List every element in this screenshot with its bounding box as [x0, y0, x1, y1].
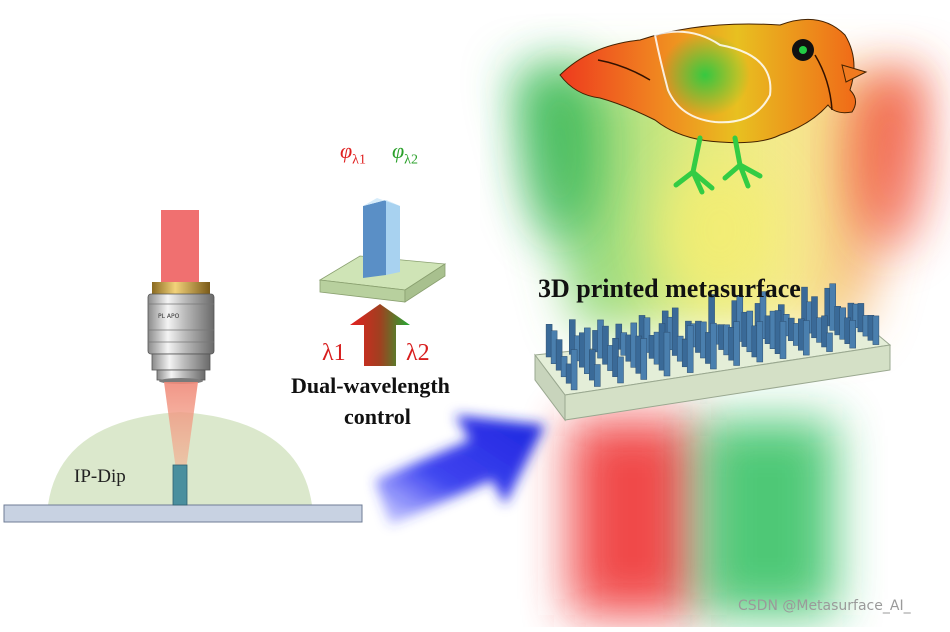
- control-label: control: [344, 404, 411, 429]
- microscope-objective: PL APO: [147, 282, 215, 384]
- metasurface-pillar: [756, 321, 764, 363]
- metasurface-pillar: [617, 356, 624, 384]
- glass-substrate: [3, 504, 363, 523]
- wavelength-2-label: λ2: [406, 340, 430, 366]
- metasurface-pillar: [686, 325, 694, 373]
- lower-beam: [570, 420, 835, 615]
- metasurface-pillar: [640, 338, 648, 380]
- metasurface-pillar: [803, 320, 810, 356]
- metasurface-pillar: [594, 364, 601, 387]
- dual-wavelength-arrow: [350, 304, 410, 366]
- upper-beam: [510, 60, 930, 330]
- metasurface-pillar: [779, 321, 787, 359]
- phase-lambda1-label: φλ1: [340, 138, 366, 168]
- metasurface-pillar: [570, 349, 578, 391]
- process-arrow: [375, 415, 545, 525]
- wavelength-1-label: λ1: [322, 340, 346, 366]
- metasurface-pillar: [710, 322, 717, 370]
- metasurface-pillar: [733, 321, 740, 366]
- printed-pillar-left: [172, 464, 188, 506]
- metasurface-title: 3D printed metasurface: [538, 274, 801, 303]
- svg-text:PL APO: PL APO: [158, 313, 180, 320]
- metasurface-pillar: [849, 320, 856, 349]
- metasurface-pillar: [811, 296, 818, 339]
- metasurface-pillar: [555, 339, 563, 371]
- laser-beam: [161, 210, 199, 288]
- unit-cell: [318, 198, 447, 303]
- metasurface-pillars: [545, 283, 880, 391]
- metasurface-pillar: [821, 315, 828, 348]
- phase-lambda2-label: φλ2: [392, 138, 418, 168]
- watermark: CSDN @Metasurface_AI_: [738, 598, 911, 614]
- metasurface-pillar: [872, 315, 880, 345]
- metasurface-pillar: [671, 307, 679, 356]
- metasurface-pillar: [663, 331, 671, 377]
- bird-hologram-image: [559, 18, 868, 195]
- metasurface-pillar: [826, 332, 833, 352]
- dual-wavelength-label: Dual-wavelength: [291, 373, 450, 398]
- resin-label: IP-Dip: [74, 466, 126, 487]
- focus-cone: [164, 382, 198, 470]
